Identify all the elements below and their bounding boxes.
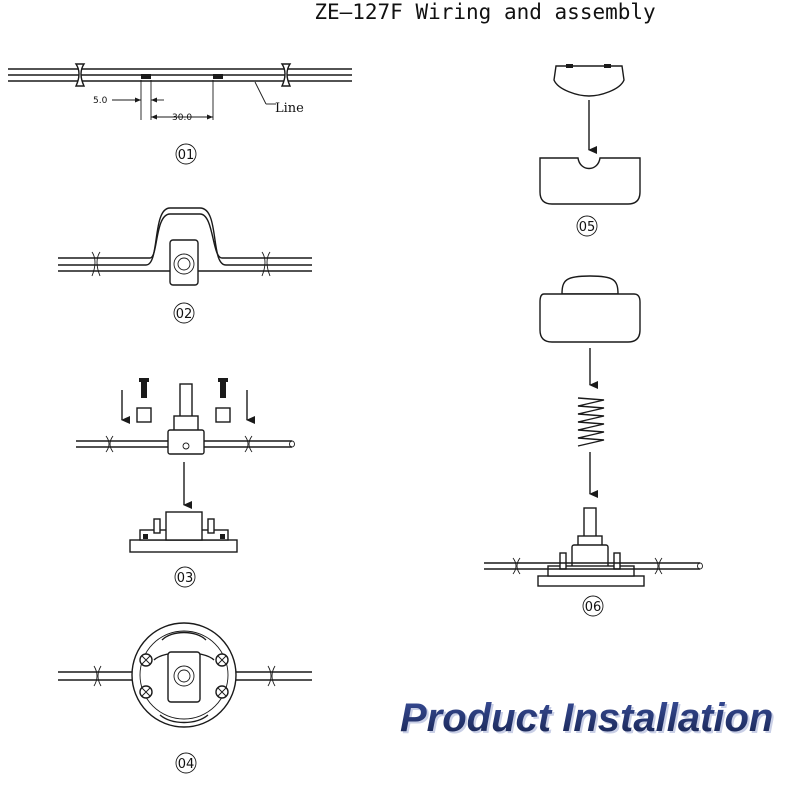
step-01-stripped-cable bbox=[8, 63, 352, 120]
step-05-cap-assembly bbox=[539, 64, 641, 205]
step-02-looped-cable bbox=[58, 207, 312, 286]
product-installation-banner: Product Installation bbox=[400, 696, 773, 740]
gap-length-label: 30.0 bbox=[172, 113, 192, 123]
step-06-badge bbox=[582, 595, 604, 617]
step-04-wired-base-top-view bbox=[58, 622, 312, 728]
step-06-button-spring-assembly bbox=[484, 275, 703, 587]
step-04-number: 04 bbox=[178, 757, 195, 772]
step-05-number: 05 bbox=[579, 220, 596, 235]
line-label: Line bbox=[275, 101, 304, 116]
banner-shadow: Product Installation bbox=[402, 698, 775, 742]
step-03-number: 03 bbox=[177, 571, 194, 586]
step-04-badge bbox=[175, 752, 197, 774]
step-06-number: 06 bbox=[585, 600, 602, 615]
step-03-badge bbox=[174, 566, 196, 588]
step-03-terminal-assembly bbox=[76, 378, 295, 553]
step-05-badge bbox=[576, 215, 598, 237]
strip-length-label: 5.0 bbox=[93, 96, 108, 106]
step-02-badge bbox=[173, 302, 195, 324]
step-01-number: 01 bbox=[178, 148, 195, 163]
step-01-badge bbox=[175, 143, 197, 165]
step-02-number: 02 bbox=[176, 307, 193, 322]
diagram-title: ZE–127F Wiring and assembly bbox=[314, 0, 655, 24]
